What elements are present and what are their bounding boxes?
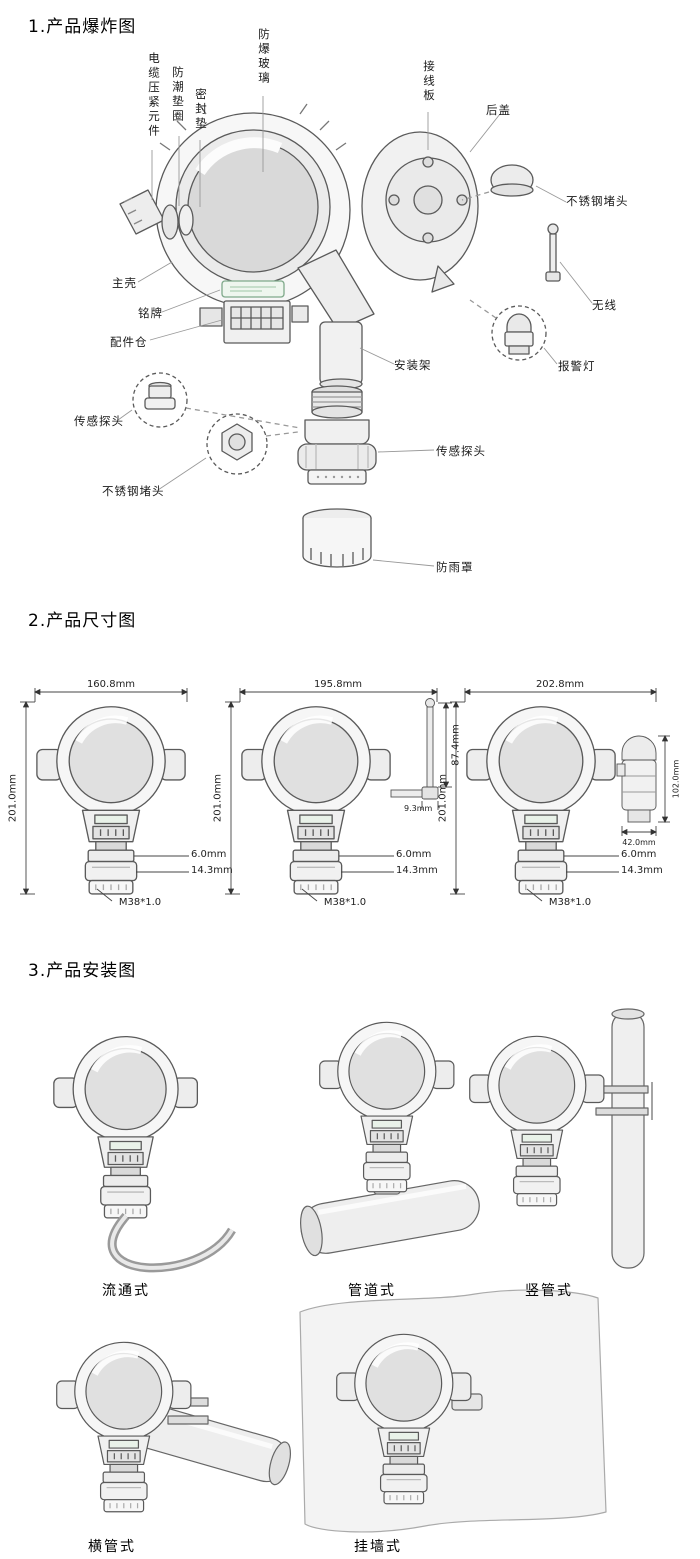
label-sensor-probe-right: 传感探头 [436, 444, 486, 458]
dim-ring-height-b: 14.3mm [396, 865, 438, 876]
label-terminal-board: 接线板 [422, 60, 436, 104]
label-accessory-bay: 配件仓 [110, 335, 148, 349]
label-explosion-proof-glass: 防爆玻璃 [257, 28, 271, 86]
dim-side-offset-c: 42.0mm [622, 838, 656, 847]
label-rain-cover: 防雨罩 [436, 560, 474, 574]
dim-ring-offset-b: 6.0mm [396, 849, 432, 860]
label-alarm-light: 报警灯 [558, 359, 596, 373]
label-back-cover: 后盖 [486, 103, 511, 117]
label-sensor-probe-left: 传感探头 [74, 414, 124, 428]
label-cable-gland: 电缆压紧元件 [147, 52, 161, 139]
caption-wall-mount: 挂墙式 [354, 1539, 402, 1555]
dim-width-c: 202.8mm [535, 679, 585, 690]
dim-height-a: 201.0mm [7, 773, 19, 823]
dim-ring-offset-a: 6.0mm [191, 849, 227, 860]
label-nameplate: 铭牌 [138, 306, 163, 320]
exploded-view-drawing [117, 96, 593, 568]
dim-antenna-height-b: 87.4mm [450, 724, 462, 766]
label-stainless-plug-right: 不锈钢堵头 [566, 194, 629, 208]
section-title-installation: 3.产品安装图 [28, 961, 137, 981]
dim-height-c: 201.0mm [437, 773, 449, 823]
dim-height-b: 201.0mm [212, 773, 224, 823]
label-moisture-washer: 防潮垫圈 [171, 66, 185, 124]
dim-antenna-base-b: 9.3mm [404, 804, 433, 813]
section-title-exploded: 1.产品爆炸图 [28, 17, 137, 37]
label-seal-gasket: 密封垫 [194, 88, 208, 132]
dim-width-b: 195.8mm [313, 679, 363, 690]
caption-vertical-pipe: 竖管式 [525, 1283, 573, 1299]
dim-side-height-c: 102.0mm [671, 759, 681, 799]
label-mounting-bracket: 安装架 [394, 358, 432, 372]
caption-flow-through: 流通式 [102, 1283, 150, 1299]
dim-thread-c: M38*1.0 [548, 897, 592, 908]
dim-ring-height-c: 14.3mm [621, 865, 663, 876]
caption-pipeline: 管道式 [348, 1283, 396, 1299]
label-stainless-plug-left: 不锈钢堵头 [102, 484, 165, 498]
dim-thread-a: M38*1.0 [118, 897, 162, 908]
dim-thread-b: M38*1.0 [323, 897, 367, 908]
dim-ring-height-a: 14.3mm [191, 865, 233, 876]
installation-drawings [54, 1008, 653, 1533]
dim-width-a: 160.8mm [86, 679, 136, 690]
label-wireless: 无线 [592, 298, 617, 312]
dimension-drawings [20, 688, 670, 902]
caption-horizontal-pipe: 横管式 [88, 1539, 136, 1555]
section-title-dimensions: 2.产品尺寸图 [28, 611, 137, 631]
dim-ring-offset-c: 6.0mm [621, 849, 657, 860]
label-main-shell: 主壳 [112, 276, 137, 290]
